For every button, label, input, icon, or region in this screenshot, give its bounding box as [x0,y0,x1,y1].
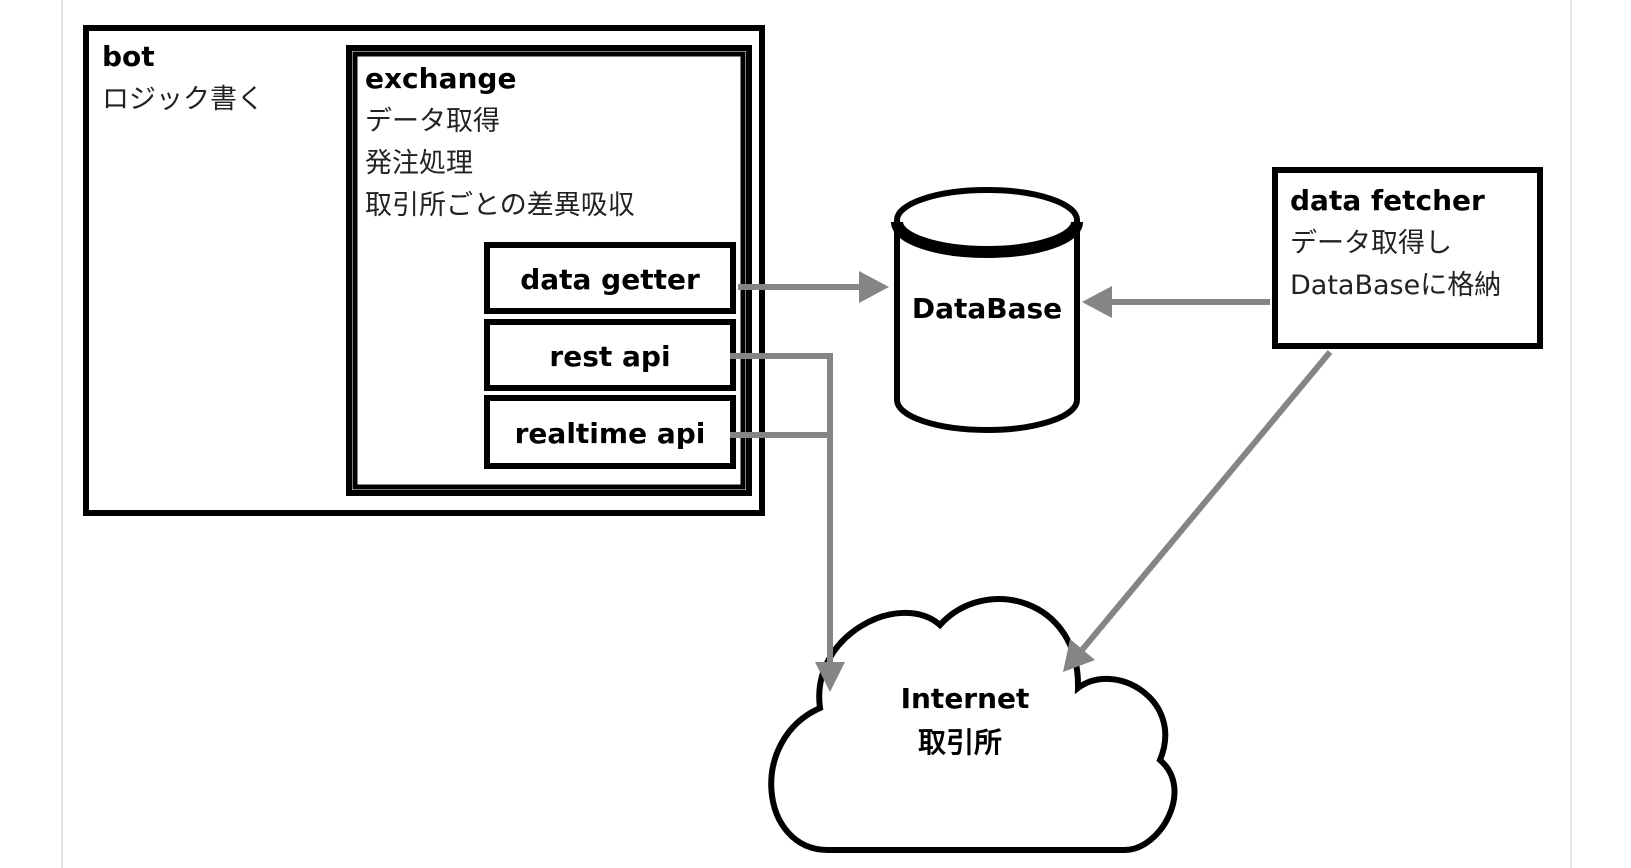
arrow-exchange-to-internet [815,662,845,692]
exchange-line-data-fetch: データ取得 [365,106,500,137]
connector-rest-api [730,353,833,665]
bot-description: ロジック書く [102,84,264,115]
bot-title: bot [102,40,155,73]
exchange-title: exchange [365,62,516,95]
data-getter-box: data getter [484,242,736,314]
arrow-data-getter-to-database [738,271,889,303]
arrow-data-fetcher-to-internet [1063,350,1333,672]
rest-api-label: rest api [549,340,670,373]
data-fetcher-line-store: DataBaseに格納 [1290,270,1501,301]
database-label: DataBase [912,292,1062,325]
rest-api-box: rest api [484,319,736,391]
database-cylinder: DataBase [891,187,1083,433]
data-fetcher-title: data fetcher [1290,184,1485,217]
data-fetcher-box: data fetcher データ取得し DataBaseに格納 [1272,167,1543,349]
realtime-api-box: realtime api [484,395,736,469]
exchange-line-difference-absorption: 取引所ごとの差異吸収 [365,190,635,221]
internet-label: Internet [901,682,1030,715]
data-fetcher-line-fetch: データ取得し [1290,228,1452,259]
realtime-api-label: realtime api [515,417,706,450]
data-getter-label: data getter [520,263,700,296]
arrow-data-fetcher-to-database [1082,286,1270,318]
exchange-line-order-processing: 発注処理 [365,148,473,179]
internet-sublabel: 取引所 [918,726,1002,759]
